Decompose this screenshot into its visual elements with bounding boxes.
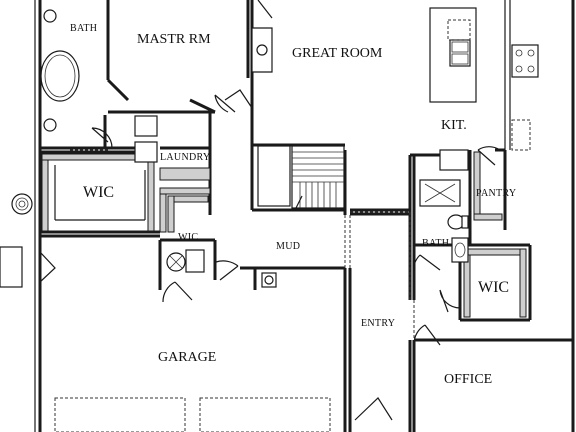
room-label-wic-small: WIC: [178, 232, 198, 243]
room-label-mud: MUD: [276, 241, 300, 252]
room-label-bath: BATH: [70, 23, 97, 34]
washer-icon: [134, 115, 158, 137]
doors: [39, 0, 501, 421]
room-label-garage: GARAGE: [158, 350, 216, 365]
furnace-icon: [185, 249, 205, 273]
room-label-wic-office: WIC: [478, 279, 509, 296]
room-label-kitchen: KIT.: [441, 118, 467, 133]
sink-icon: [43, 9, 57, 23]
openings: [70, 149, 415, 340]
room-label-pantry: PANTRY: [476, 188, 516, 199]
bathtub-icon: [40, 50, 80, 102]
dryer-icon: [134, 141, 158, 163]
room-label-great-room: GREAT ROOM: [292, 46, 383, 61]
room-label-wic-main: WIC: [83, 184, 114, 201]
room-label-entry: ENTRY: [361, 318, 395, 329]
room-label-master: MASTR RM: [137, 32, 211, 47]
fixtures: [0, 7, 539, 432]
range-icon: [511, 44, 539, 78]
room-label-office: OFFICE: [444, 372, 492, 387]
room-label-laundry: LAUNDRY: [160, 152, 210, 163]
stairs: [291, 145, 345, 211]
vent-fan-icon: [11, 193, 33, 215]
room-label-bath2: BATH: [422, 238, 449, 249]
walls: [34, 0, 575, 432]
kitchen-sink-icon: [449, 39, 471, 67]
room-labels: BATH MASTR RM GREAT ROOM KIT. LAUNDRY WI…: [70, 23, 516, 387]
